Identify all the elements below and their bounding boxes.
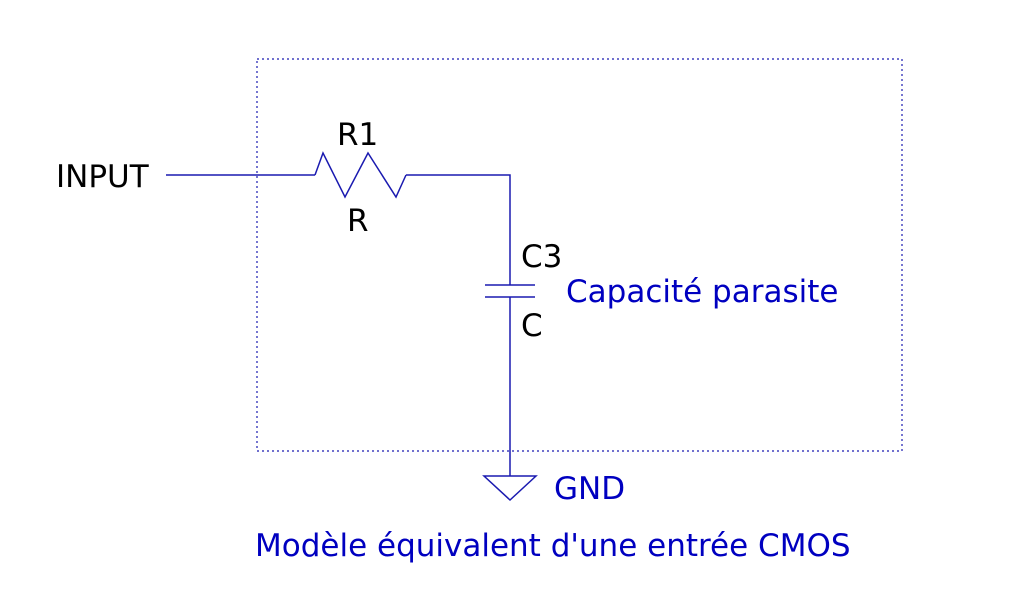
ground-label: GND <box>554 471 625 507</box>
resistor-value-label: R <box>347 203 369 239</box>
node-wire <box>406 174 511 285</box>
resistor-symbol <box>314 151 407 199</box>
ground-symbol <box>482 475 538 502</box>
input-label: INPUT <box>56 159 150 195</box>
capacitor-symbol <box>485 284 535 298</box>
capacitor-ref-label: C3 <box>521 239 562 275</box>
capacitor-value-label: C <box>521 308 543 344</box>
component-boundary-box <box>256 58 903 452</box>
diagram-caption: Modèle équivalent d'une entrée CMOS <box>255 528 851 564</box>
resistor-ref-label: R1 <box>337 117 378 153</box>
capacitor-annotation: Capacité parasite <box>566 274 838 310</box>
